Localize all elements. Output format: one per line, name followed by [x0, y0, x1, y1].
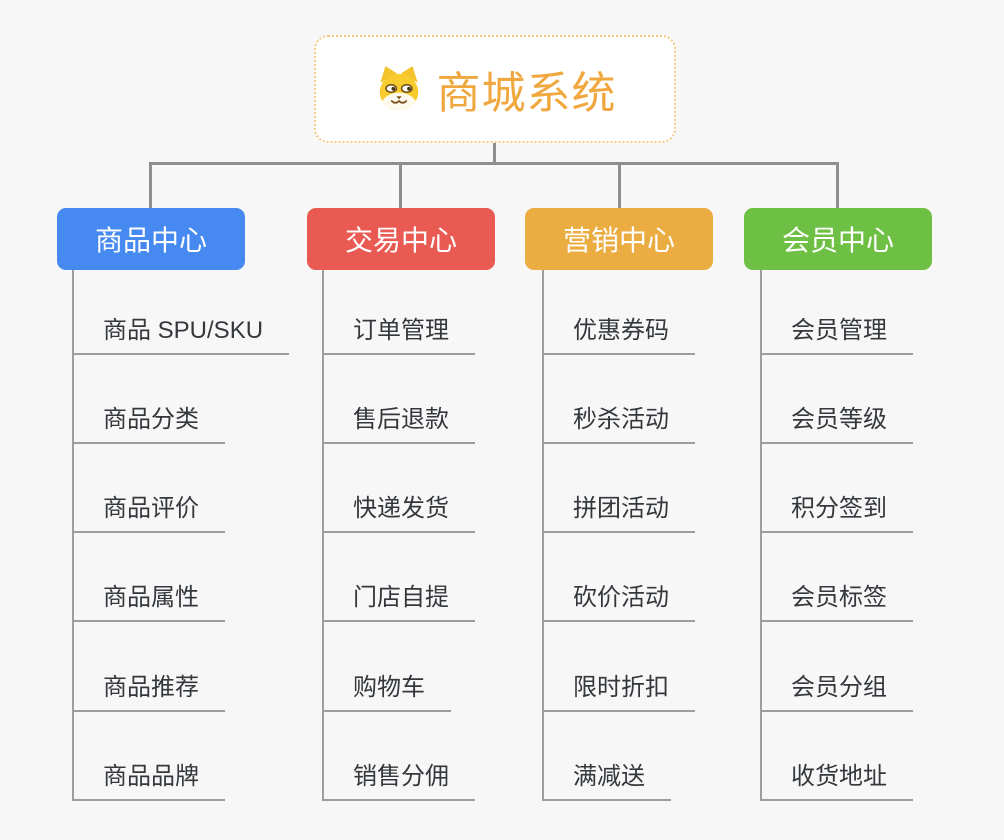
subtopic-shopping-cart[interactable]: 购物车	[322, 667, 451, 712]
subtopic-group-buy[interactable]: 拼团活动	[542, 488, 695, 533]
subtopic-shipping-address[interactable]: 收货地址	[760, 756, 913, 801]
subtopic-store-pickup[interactable]: 门店自提	[322, 577, 475, 622]
subtopic-member-group[interactable]: 会员分组	[760, 667, 913, 712]
connector-drop-product-center	[149, 164, 152, 208]
subtopic-product-spu-sku[interactable]: 商品 SPU/SKU	[72, 310, 290, 355]
subtopic-sales-commission[interactable]: 销售分佣	[322, 756, 475, 801]
subtopic-aftersale-refund[interactable]: 售后退款	[322, 399, 475, 444]
subtopic-order-management[interactable]: 订单管理	[322, 310, 475, 355]
subtopic-limited-discount[interactable]: 限时折扣	[542, 667, 695, 712]
connector-drop-trade-center	[399, 164, 402, 208]
subtopic-product-review[interactable]: 商品评价	[72, 488, 225, 533]
subtopic-flash-sale[interactable]: 秒杀活动	[542, 399, 695, 444]
branch-topic-trade-center[interactable]: 交易中心	[307, 208, 495, 270]
connector-drop-marketing-center	[618, 164, 621, 208]
subtopic-product-brand[interactable]: 商品品牌	[72, 756, 225, 801]
connector-spine-trade-center	[322, 270, 324, 801]
subtopic-bargain-activity[interactable]: 砍价活动	[542, 577, 695, 622]
connector-spine-marketing-center	[542, 270, 544, 801]
shiba-dog-icon	[379, 66, 418, 111]
subtopic-product-category[interactable]: 商品分类	[72, 399, 225, 444]
subtopic-member-level[interactable]: 会员等级	[760, 399, 913, 444]
connector-spine-member-center	[760, 270, 762, 801]
connector-spine-product-center	[72, 270, 74, 801]
subtopic-member-management[interactable]: 会员管理	[760, 310, 913, 355]
connector-drop-member-center	[836, 164, 839, 208]
branch-topic-product-center[interactable]: 商品中心	[57, 208, 245, 270]
subtopic-product-recommend[interactable]: 商品推荐	[72, 667, 225, 712]
branch-topic-member-center[interactable]: 会员中心	[744, 208, 932, 270]
subtopic-full-reduction[interactable]: 满减送	[542, 756, 671, 801]
root-topic-mall-system[interactable]: 商城系统	[314, 35, 676, 143]
subtopic-product-attribute[interactable]: 商品属性	[72, 577, 225, 622]
connector-bus	[149, 162, 839, 165]
subtopic-coupon-code[interactable]: 优惠券码	[542, 310, 695, 355]
subtopic-points-checkin[interactable]: 积分签到	[760, 488, 913, 533]
root-topic-title: 商城系统	[436, 69, 617, 118]
connector-root-stub	[493, 143, 496, 164]
subtopic-member-tag[interactable]: 会员标签	[760, 577, 913, 622]
branch-topic-marketing-center[interactable]: 营销中心	[525, 208, 713, 270]
subtopic-express-delivery[interactable]: 快递发货	[322, 488, 475, 533]
